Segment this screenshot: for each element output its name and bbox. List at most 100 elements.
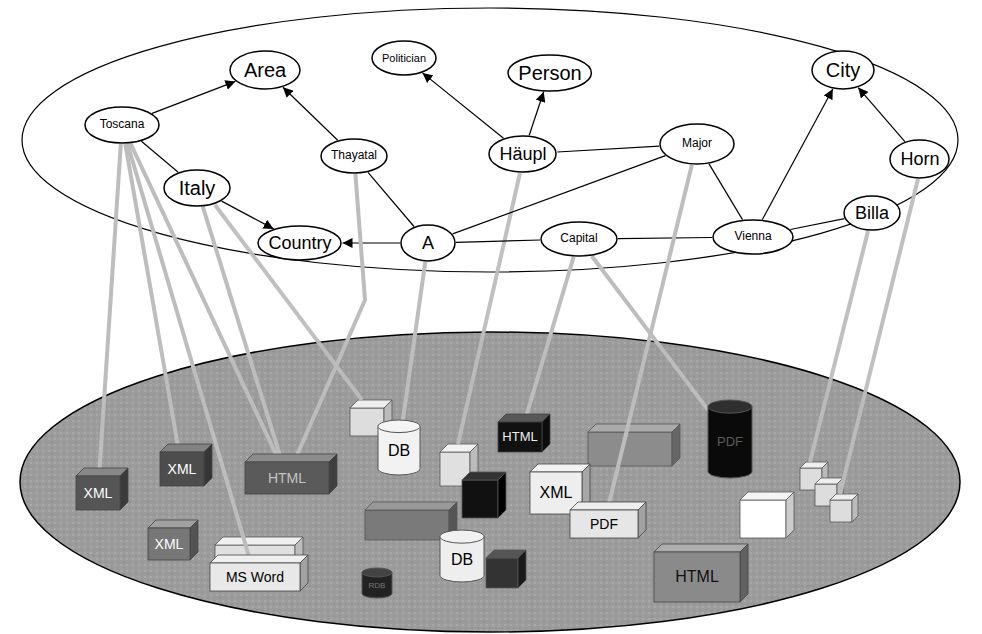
relation-line	[152, 81, 235, 113]
document-icon: HTML	[498, 422, 542, 452]
node-label: Thayatal	[331, 149, 377, 163]
relation-line	[858, 88, 905, 142]
box-front	[160, 452, 204, 486]
concept-node: Horn	[889, 139, 950, 179]
relation-line	[557, 146, 659, 152]
node-label: XML	[168, 461, 197, 477]
box-front	[148, 528, 190, 560]
cylinder-top	[708, 400, 752, 413]
annotation-link	[99, 144, 121, 476]
box-top	[654, 544, 748, 552]
node-label: DB	[388, 442, 410, 460]
box-side	[300, 555, 308, 591]
node-label: XML	[540, 484, 573, 502]
document-icon: XML	[160, 452, 204, 486]
node-label: HTML	[675, 568, 719, 586]
ellipse-outline	[321, 139, 387, 173]
box-top	[210, 555, 308, 563]
node-label: PDF	[717, 435, 743, 450]
box-front	[76, 476, 120, 510]
node-label: PDF	[590, 516, 618, 532]
node-label: Italy	[179, 177, 216, 200]
concept-node: Area	[229, 50, 301, 90]
concept-node: Vienna	[712, 219, 794, 255]
ellipse-outline	[660, 124, 734, 164]
relation-line	[618, 238, 712, 239]
box-side	[329, 454, 337, 494]
document-icon: XML	[148, 528, 190, 560]
ellipse-outline	[372, 41, 436, 75]
document-icon: HTML	[654, 552, 740, 602]
box-side	[638, 502, 646, 538]
node-label: Politician	[382, 52, 426, 65]
concept-node: Politician	[371, 40, 437, 76]
relation-line	[529, 92, 544, 136]
annotation-link	[607, 165, 692, 510]
ellipse-outline	[890, 140, 949, 178]
cylinder-top	[440, 530, 484, 543]
node-label: XML	[155, 536, 184, 552]
concept-node: Häupl	[488, 135, 557, 173]
concept-node: Billa	[843, 195, 901, 231]
database-icon: DB	[378, 420, 420, 475]
box-side	[120, 468, 128, 510]
concept-node: Italy	[163, 169, 231, 207]
concept-node: Capital	[540, 221, 618, 257]
database-icon: PDF	[708, 400, 752, 478]
node-label: HTML	[502, 430, 537, 445]
node-label: Person	[518, 62, 581, 85]
ellipse-outline	[401, 225, 455, 261]
node-label: HTML	[268, 470, 306, 486]
ontology-layer	[22, 8, 958, 272]
ellipse-outline	[713, 220, 793, 254]
box-top	[570, 502, 646, 510]
box-front	[210, 563, 300, 591]
ellipse-outline	[258, 226, 341, 260]
relation-line	[456, 240, 540, 242]
box-top	[245, 454, 337, 462]
box-top	[498, 414, 550, 422]
relation-line	[709, 164, 743, 220]
box-side	[542, 414, 550, 452]
relation-line	[368, 172, 414, 226]
ellipse-outline	[508, 55, 591, 91]
annotation-link	[403, 262, 425, 420]
node-label: Vienna	[734, 230, 771, 244]
leader-lines	[215, 173, 918, 494]
relation-line	[790, 219, 844, 230]
concept-node: Toscana	[84, 106, 160, 144]
database-icon: RDB	[362, 568, 392, 598]
node-label: A	[422, 233, 434, 254]
relation-line	[222, 201, 274, 229]
box-side	[190, 520, 198, 560]
relation-line	[283, 87, 338, 140]
document-icon: MS Word	[210, 563, 300, 591]
box-top	[530, 464, 590, 472]
relation-line	[453, 156, 666, 234]
cylinder-body	[708, 407, 752, 478]
ellipse-outline	[844, 196, 900, 230]
concept-node: Country	[257, 225, 342, 261]
node-label: MS Word	[226, 569, 284, 585]
node-label: Billa	[855, 203, 889, 224]
document-layer	[20, 332, 960, 632]
annotation-link	[294, 174, 365, 462]
concept-node: Person	[507, 54, 592, 92]
ellipse-outline	[164, 170, 230, 206]
node-label: DB	[451, 551, 473, 569]
box-front	[245, 462, 329, 494]
ellipse-outline	[541, 222, 617, 256]
relation-line	[423, 73, 504, 138]
node-label: Country	[268, 233, 331, 254]
node-label: XML	[84, 485, 113, 501]
box-top	[76, 468, 128, 476]
ellipse-outline	[85, 107, 159, 143]
box-top	[160, 444, 212, 452]
box-front	[570, 510, 638, 538]
unlabeled-documents	[215, 400, 858, 588]
cylinder-body	[378, 426, 420, 475]
concept-node: Major	[659, 123, 735, 165]
